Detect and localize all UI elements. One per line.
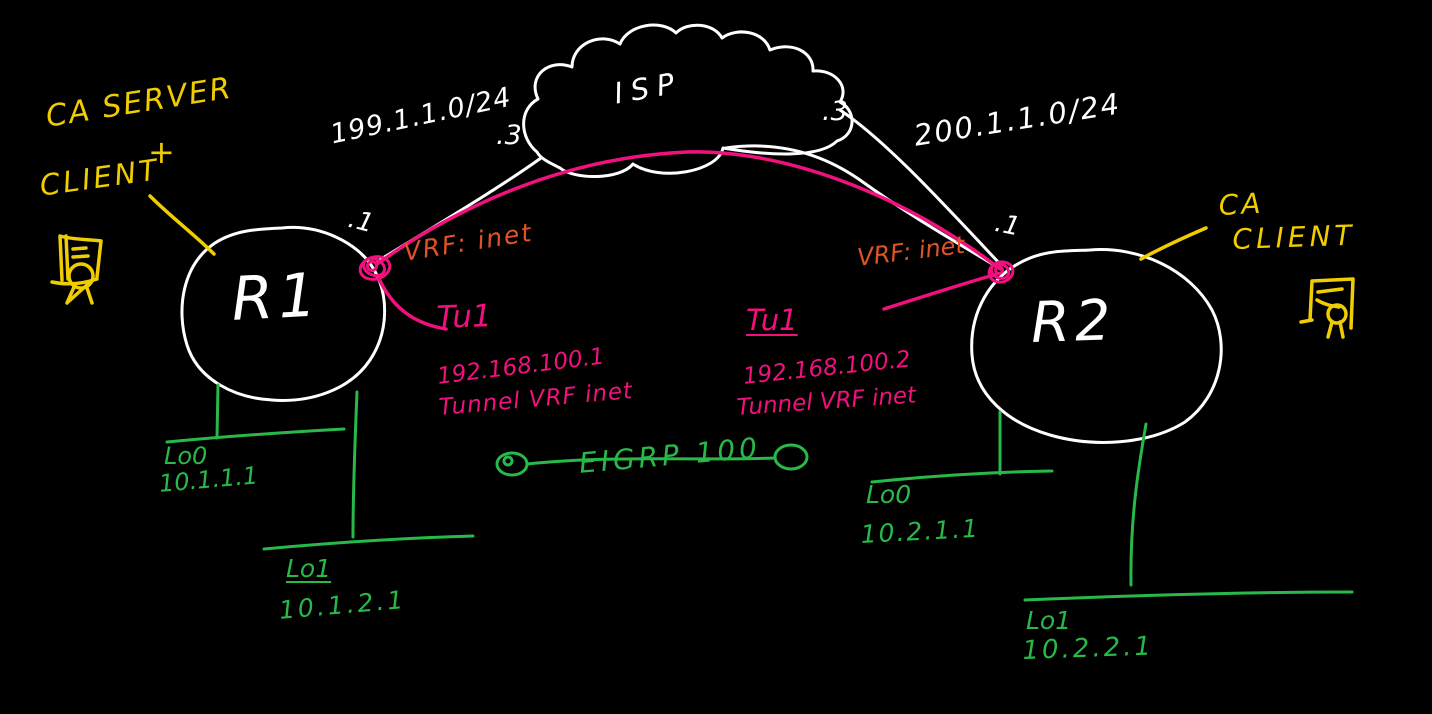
r1-lo0-stem [215, 383, 220, 440]
isp-cloud [522, 23, 854, 178]
r2-label: R2 [1029, 288, 1117, 356]
eigrp-line [525, 456, 777, 466]
r2-lo0-name: Lo0 [866, 480, 912, 509]
eigrp-endpoint-left [495, 451, 529, 477]
certificate-icon [50, 234, 103, 305]
white-ink [180, 23, 1223, 444]
r2-lo1-stem [1129, 422, 1148, 587]
r2-lo1-segment [1023, 590, 1354, 602]
eigrp-endpoint-left-swirl [502, 455, 514, 467]
host-label-right-router-side: .1 [992, 208, 1023, 243]
wan-link-right-lower [724, 144, 1001, 270]
r2-lo1-ip: 10.2.2.1 [1021, 631, 1155, 666]
r2-lo1-name: Lo1 [1026, 606, 1072, 635]
r1-lo1-segment [262, 534, 475, 551]
wan-link-right-upper [838, 108, 1002, 266]
ca-left-leader-line [148, 194, 216, 256]
ca-client-label-line2: CLIENT [1231, 218, 1357, 256]
certificate-icon [1299, 277, 1355, 339]
pink-ink [358, 150, 1015, 331]
green-ink [165, 383, 1354, 602]
tunnel-interface-label-right: Tu1 [746, 303, 798, 337]
yellow-ink [50, 194, 1355, 339]
r2-lo0-ip: 10.2.1.1 [859, 513, 981, 549]
r2-lo0-segment [870, 469, 1054, 484]
ca-right-leader-line [1139, 226, 1208, 261]
ca-server-plus: + [148, 133, 175, 171]
tu1-leader-left [377, 277, 448, 331]
eigrp-endpoint-right [773, 443, 809, 471]
host-label-right-isp-side: .3 [822, 96, 848, 127]
tu1-leader-right [882, 272, 999, 311]
r1-lo0-name: Lo0 [164, 442, 208, 470]
r1-lo1-stem [351, 390, 359, 539]
r1-label: R1 [229, 260, 324, 335]
r2-node-circle [970, 248, 1223, 444]
gre-tunnel-arc [375, 150, 1002, 271]
r1-lo0-segment [165, 427, 346, 444]
r1-lo1-name: Lo1 [286, 554, 332, 583]
ca-client-label-line1: CA [1217, 186, 1265, 222]
host-label-left-isp-side: .3 [496, 120, 522, 151]
tunnel-interface-label-left: Tu1 [435, 298, 493, 336]
